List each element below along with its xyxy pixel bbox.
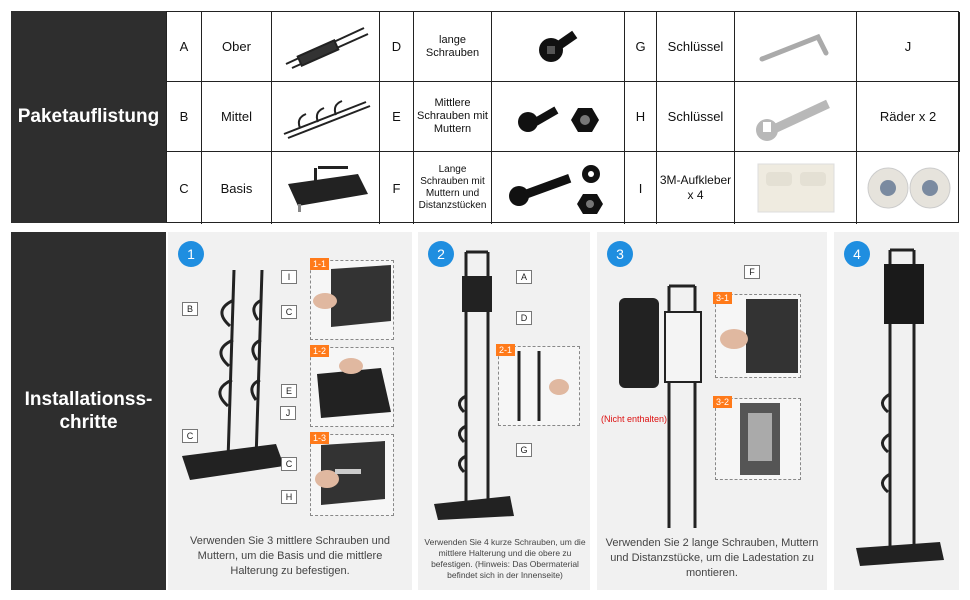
allen-key-icon (735, 12, 857, 82)
callout-b: B (182, 302, 198, 316)
step-4-badge: 4 (844, 241, 870, 267)
step-2-badge: 2 (428, 241, 454, 267)
part-c-letter: C (167, 152, 202, 224)
detail-3-2 (715, 398, 801, 480)
part-f-name: Lange Schrauben mit Muttern und Distanzs… (414, 152, 492, 224)
part-i-letter: I (625, 152, 657, 224)
step-2-panel: 2 A D 2-1 G Verwenden Sie 4 kurze Schrau… (418, 232, 590, 590)
callout-i: I (281, 270, 297, 284)
part-a-name: Ober (202, 12, 272, 82)
stand-illustration (182, 269, 284, 480)
base-plate-icon (272, 152, 380, 224)
step-1-caption: Verwenden Sie 3 mittlere Schrauben und M… (190, 535, 390, 577)
step-3-panel: 3 (Nicht enthalten) F 3-1 3-2 Verwenden … (597, 232, 827, 590)
part-h-letter: H (625, 82, 657, 152)
parts-table: A Ober D lange Schrauben G Schlüssel J B… (166, 11, 960, 224)
upper-bracket-icon (272, 12, 380, 82)
not-included-note: (Nicht enthalten) (601, 414, 668, 424)
sub-badge-2-1: 2-1 (496, 344, 516, 356)
part-a-letter: A (167, 12, 202, 82)
detail-1-1 (310, 260, 394, 340)
step-3-badge: 3 (607, 241, 633, 267)
install-title-line2: chritte (59, 412, 118, 433)
charger-dock-illustration (619, 284, 702, 528)
long-screw-icon (492, 12, 625, 82)
sub-badge-3-2: 3-2 (713, 396, 733, 408)
part-g-letter: G (625, 12, 657, 82)
callout-a: A (516, 270, 532, 284)
sub-badge-3-1: 3-1 (713, 292, 733, 304)
part-d-name: lange Schrauben (414, 12, 492, 82)
callout-j: J (280, 406, 296, 420)
install-section-title: Installationss- chritte (11, 232, 166, 590)
part-d-letter: D (380, 12, 414, 82)
callout-f: F (744, 265, 760, 279)
part-b-name: Mittel (202, 82, 272, 152)
callout-c: C (182, 429, 198, 443)
step-1-badge: 1 (178, 241, 204, 267)
part-g-name: Schlüssel (657, 12, 735, 82)
part-i-name: 3M-Aufkleber x 4 (657, 152, 735, 224)
sub-badge-1-2: 1-2 (310, 345, 330, 357)
screw-nut-icon (492, 82, 625, 152)
parts-title-text: Paketauflistung (17, 106, 160, 127)
part-j-letter: J (857, 12, 960, 82)
callout-c-3: C (281, 457, 297, 471)
callout-d: D (516, 311, 532, 325)
callout-e: E (281, 384, 297, 398)
part-b-letter: B (167, 82, 202, 152)
sub-badge-1-3: 1-3 (310, 432, 330, 444)
part-c-name: Basis (202, 152, 272, 224)
sticker-icon (735, 152, 857, 224)
parts-section-title: Paketauflistung (11, 11, 166, 223)
callout-g: G (516, 443, 532, 457)
part-f-letter: F (380, 152, 414, 224)
part-wheels-name: Räder x 2 (857, 82, 960, 152)
callout-c-2: C (281, 305, 297, 319)
part-h-name: Schlüssel (657, 82, 735, 152)
wheels-icon (857, 152, 960, 224)
callout-h: H (281, 490, 297, 504)
detail-1-2 (310, 347, 394, 427)
assembled-stand-illustration (856, 248, 944, 566)
middle-bracket-icon (272, 82, 380, 152)
step-2-caption: Verwenden Sie 4 kurze Schrauben, um die … (424, 537, 586, 580)
screw-nut-spacer-icon (492, 152, 625, 224)
wrench-icon (735, 82, 857, 152)
detail-3-1 (715, 294, 801, 378)
detail-2-1 (498, 346, 580, 426)
sub-badge-1-1: 1-1 (310, 258, 330, 270)
part-e-name: Mittlere Schrauben mit Muttern (414, 82, 492, 152)
step-1-panel: 1 B C J 1-1 I C 1-2 E 1-3 C H Verwenden … (168, 232, 412, 590)
install-title-line1: Installationss- (24, 389, 153, 410)
stand-illustration-2 (434, 250, 514, 520)
step-3-caption: Verwenden Sie 2 lange Schrauben, Muttern… (605, 537, 819, 579)
step-4-panel: 4 (834, 232, 959, 590)
part-e-letter: E (380, 82, 414, 152)
detail-1-3 (310, 434, 394, 516)
